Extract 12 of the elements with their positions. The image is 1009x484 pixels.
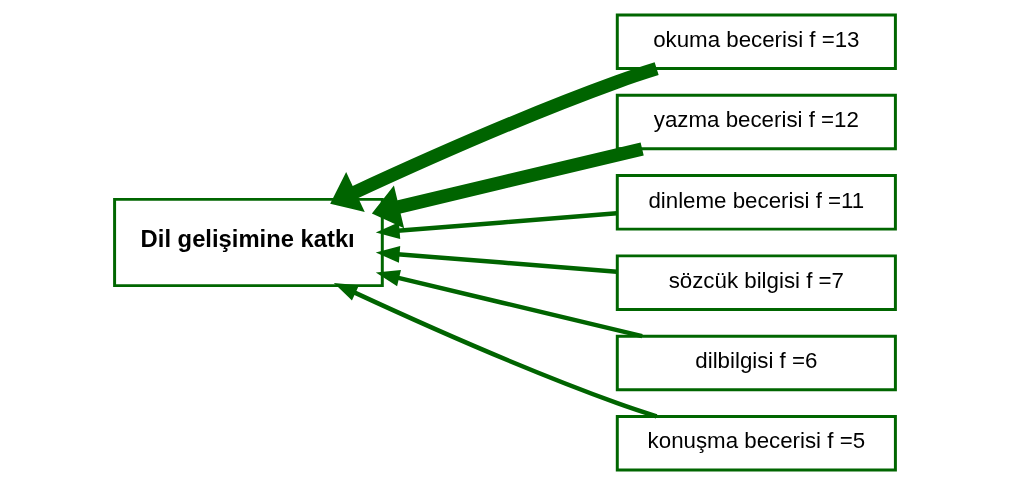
node-box: yazma becerisi f =12 [615, 93, 897, 150]
node-box: dinleme becerisi f =11 [615, 173, 897, 231]
arrow [329, 61, 659, 212]
arrow [375, 245, 617, 274]
node-box: konuşma becerisi f =5 [615, 414, 897, 472]
node-box: dilbilgisi f =6 [615, 334, 897, 391]
arrow [375, 210, 617, 239]
node-box: sözcük bilgisi f =7 [615, 253, 897, 311]
node-box: Dil gelişimine katkı [112, 197, 384, 287]
arrow [375, 269, 643, 338]
arrow [371, 141, 644, 228]
node-box: okuma becerisi f =13 [615, 12, 897, 70]
